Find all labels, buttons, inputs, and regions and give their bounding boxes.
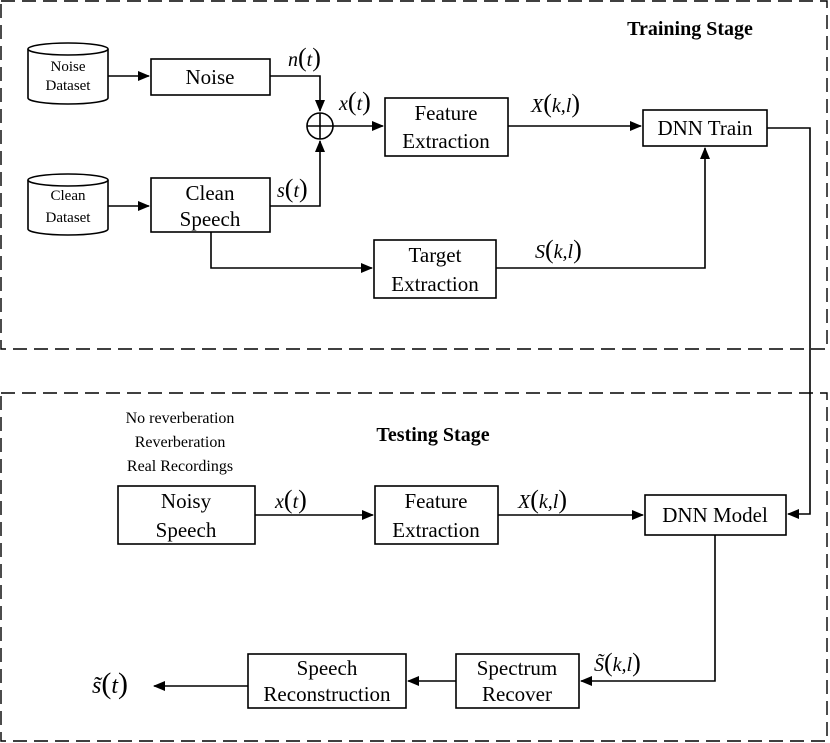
feature-extraction-box-training: Feature Extraction — [384, 97, 509, 157]
signal-S-kl: S(k,l) — [535, 235, 582, 264]
svg-text:Speech: Speech — [156, 518, 217, 542]
dnn-model-box: DNN Model — [644, 494, 787, 536]
testing-stage-frame — [0, 392, 828, 742]
noise-dataset-label-line1: Noise — [51, 59, 86, 75]
svg-text:Extraction: Extraction — [392, 518, 480, 542]
signal-X-kl-training: X(k,l) — [530, 89, 580, 118]
signal-x-t-training: x(t) — [338, 87, 371, 116]
svg-text:Speech: Speech — [297, 656, 358, 680]
spectrum-recover-box: Spectrum Recover — [455, 653, 580, 709]
dnn-train-box: DNN Train — [642, 109, 768, 147]
testing-stage-title: Testing Stage — [376, 424, 489, 446]
arrow-clean-speech-to-sum — [270, 140, 325, 207]
noise-box: Noise — [150, 58, 271, 96]
clean-speech-box: Clean Speech — [150, 177, 271, 233]
noise-dataset-label-line2: Dataset — [46, 78, 92, 94]
signal-x-t-testing: x(t) — [274, 485, 307, 514]
condition-real-recordings: Real Recordings — [127, 458, 233, 475]
arrow-target-to-dnn-train — [496, 147, 710, 269]
signal-n-t: n(t) — [288, 43, 321, 72]
svg-text:Target: Target — [409, 243, 462, 267]
svg-text:Extraction: Extraction — [391, 272, 479, 296]
clean-dataset-label-line1: Clean — [51, 188, 86, 204]
svg-text:Feature: Feature — [415, 101, 478, 125]
speech-reconstruction-box: Speech Reconstruction — [247, 653, 407, 709]
clean-dataset-cylinder: Clean Dataset — [27, 173, 109, 236]
training-stage-frame — [0, 0, 828, 350]
signal-S-tilde-kl: S̃(k,l) — [594, 648, 641, 677]
svg-text:Recover: Recover — [482, 682, 552, 706]
feature-extraction-box-testing: Feature Extraction — [374, 485, 499, 545]
condition-reverberation: Reverberation — [135, 434, 226, 451]
signal-s-t: s(t) — [277, 174, 308, 203]
svg-text:Speech: Speech — [180, 207, 241, 231]
svg-text:Spectrum: Spectrum — [477, 656, 557, 680]
arrow-dnn-model-to-spectrum — [580, 535, 716, 686]
arrow-clean-speech-to-target — [210, 232, 373, 273]
noisy-speech-box: Noisy Speech — [117, 485, 256, 545]
svg-text:Reconstruction: Reconstruction — [263, 682, 391, 706]
svg-text:Noisy: Noisy — [161, 489, 212, 513]
sum-node — [306, 112, 334, 140]
training-stage-title: Training Stage — [627, 18, 753, 40]
signal-s-tilde-t-output: s̃(t) — [92, 667, 128, 700]
signal-X-kl-testing: X(k,l) — [517, 485, 567, 514]
clean-dataset-label-line2: Dataset — [46, 210, 92, 226]
svg-text:Noise: Noise — [186, 65, 235, 89]
noise-dataset-cylinder: Noise Dataset — [27, 42, 109, 105]
svg-text:DNN Train: DNN Train — [657, 116, 753, 140]
target-extraction-box: Target Extraction — [373, 239, 497, 299]
svg-text:Feature: Feature — [405, 489, 468, 513]
arrow-dnn-train-to-dnn-model — [767, 127, 811, 519]
svg-text:Extraction: Extraction — [402, 129, 490, 153]
condition-no-reverberation: No reverberation — [126, 410, 235, 427]
svg-text:DNN Model: DNN Model — [662, 503, 768, 527]
arrow-noise-to-sum — [270, 75, 325, 112]
svg-text:Clean: Clean — [186, 181, 235, 205]
